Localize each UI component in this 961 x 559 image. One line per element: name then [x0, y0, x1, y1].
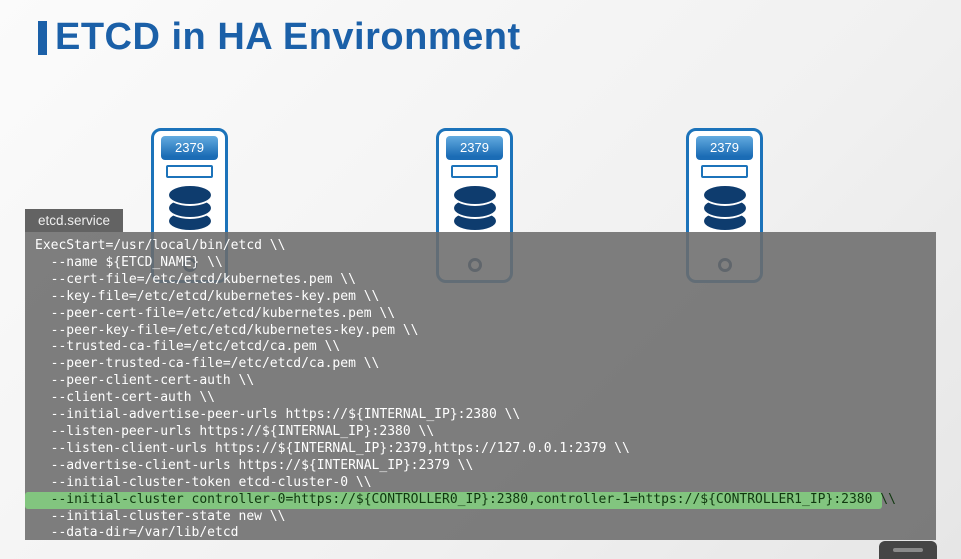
- port-label: 2379: [161, 136, 218, 160]
- code-panel: ExecStart=/usr/local/bin/etcd \\ --name …: [25, 232, 936, 540]
- port-label: 2379: [446, 136, 503, 160]
- code-line: --peer-client-cert-auth \\: [35, 373, 255, 389]
- server-slot: [701, 165, 748, 178]
- db-disc-icon: [451, 184, 498, 206]
- database-icon: [166, 184, 214, 236]
- page-title: ETCD in HA Environment: [55, 16, 521, 58]
- database-icon: [451, 184, 499, 236]
- code-line: --initial-advertise-peer-urls https://${…: [35, 407, 521, 423]
- db-disc-icon: [701, 184, 748, 206]
- code-line: --data-dir=/var/lib/etcd: [35, 525, 239, 541]
- server-node-3: 2379: [686, 128, 763, 283]
- code-panel-tab: etcd.service: [25, 209, 124, 232]
- code-line-highlighted: --initial-cluster controller-0=https://$…: [25, 491, 896, 509]
- port-label: 2379: [696, 136, 753, 160]
- corner-widget: [879, 541, 937, 559]
- code-line: --client-cert-auth \\: [35, 390, 216, 406]
- code-line: --key-file=/etc/etcd/kubernetes-key.pem …: [35, 288, 380, 304]
- server-slot: [451, 165, 498, 178]
- slide-title-row: ETCD in HA Environment: [38, 16, 521, 59]
- code-line: --peer-trusted-ca-file=/etc/etcd/ca.pem …: [35, 356, 380, 372]
- code-line: ExecStart=/usr/local/bin/etcd \\: [35, 238, 286, 253]
- code-line: --peer-cert-file=/etc/etcd/kubernetes.pe…: [35, 305, 396, 321]
- code-line: --listen-peer-urls https://${INTERNAL_IP…: [35, 423, 435, 439]
- code-line: --peer-key-file=/etc/etcd/kubernetes-key…: [35, 322, 419, 338]
- code-line: --initial-cluster-token etcd-cluster-0 \…: [35, 474, 372, 490]
- code-line: --initial-cluster-state new \\: [35, 508, 286, 524]
- code-line: --name ${ETCD_NAME} \\: [35, 254, 223, 270]
- code-line: --advertise-client-urls https://${INTERN…: [35, 457, 474, 473]
- server-slot: [166, 165, 213, 178]
- db-disc-icon: [166, 184, 213, 206]
- database-icon: [701, 184, 749, 236]
- code-lines: ExecStart=/usr/local/bin/etcd \\ --name …: [25, 232, 936, 542]
- code-line: --listen-client-urls https://${INTERNAL_…: [35, 440, 630, 456]
- code-line: --trusted-ca-file=/etc/etcd/ca.pem \\: [35, 339, 341, 355]
- code-line: --cert-file=/etc/etcd/kubernetes.pem \\: [35, 271, 356, 287]
- title-accent-bar: [38, 20, 47, 55]
